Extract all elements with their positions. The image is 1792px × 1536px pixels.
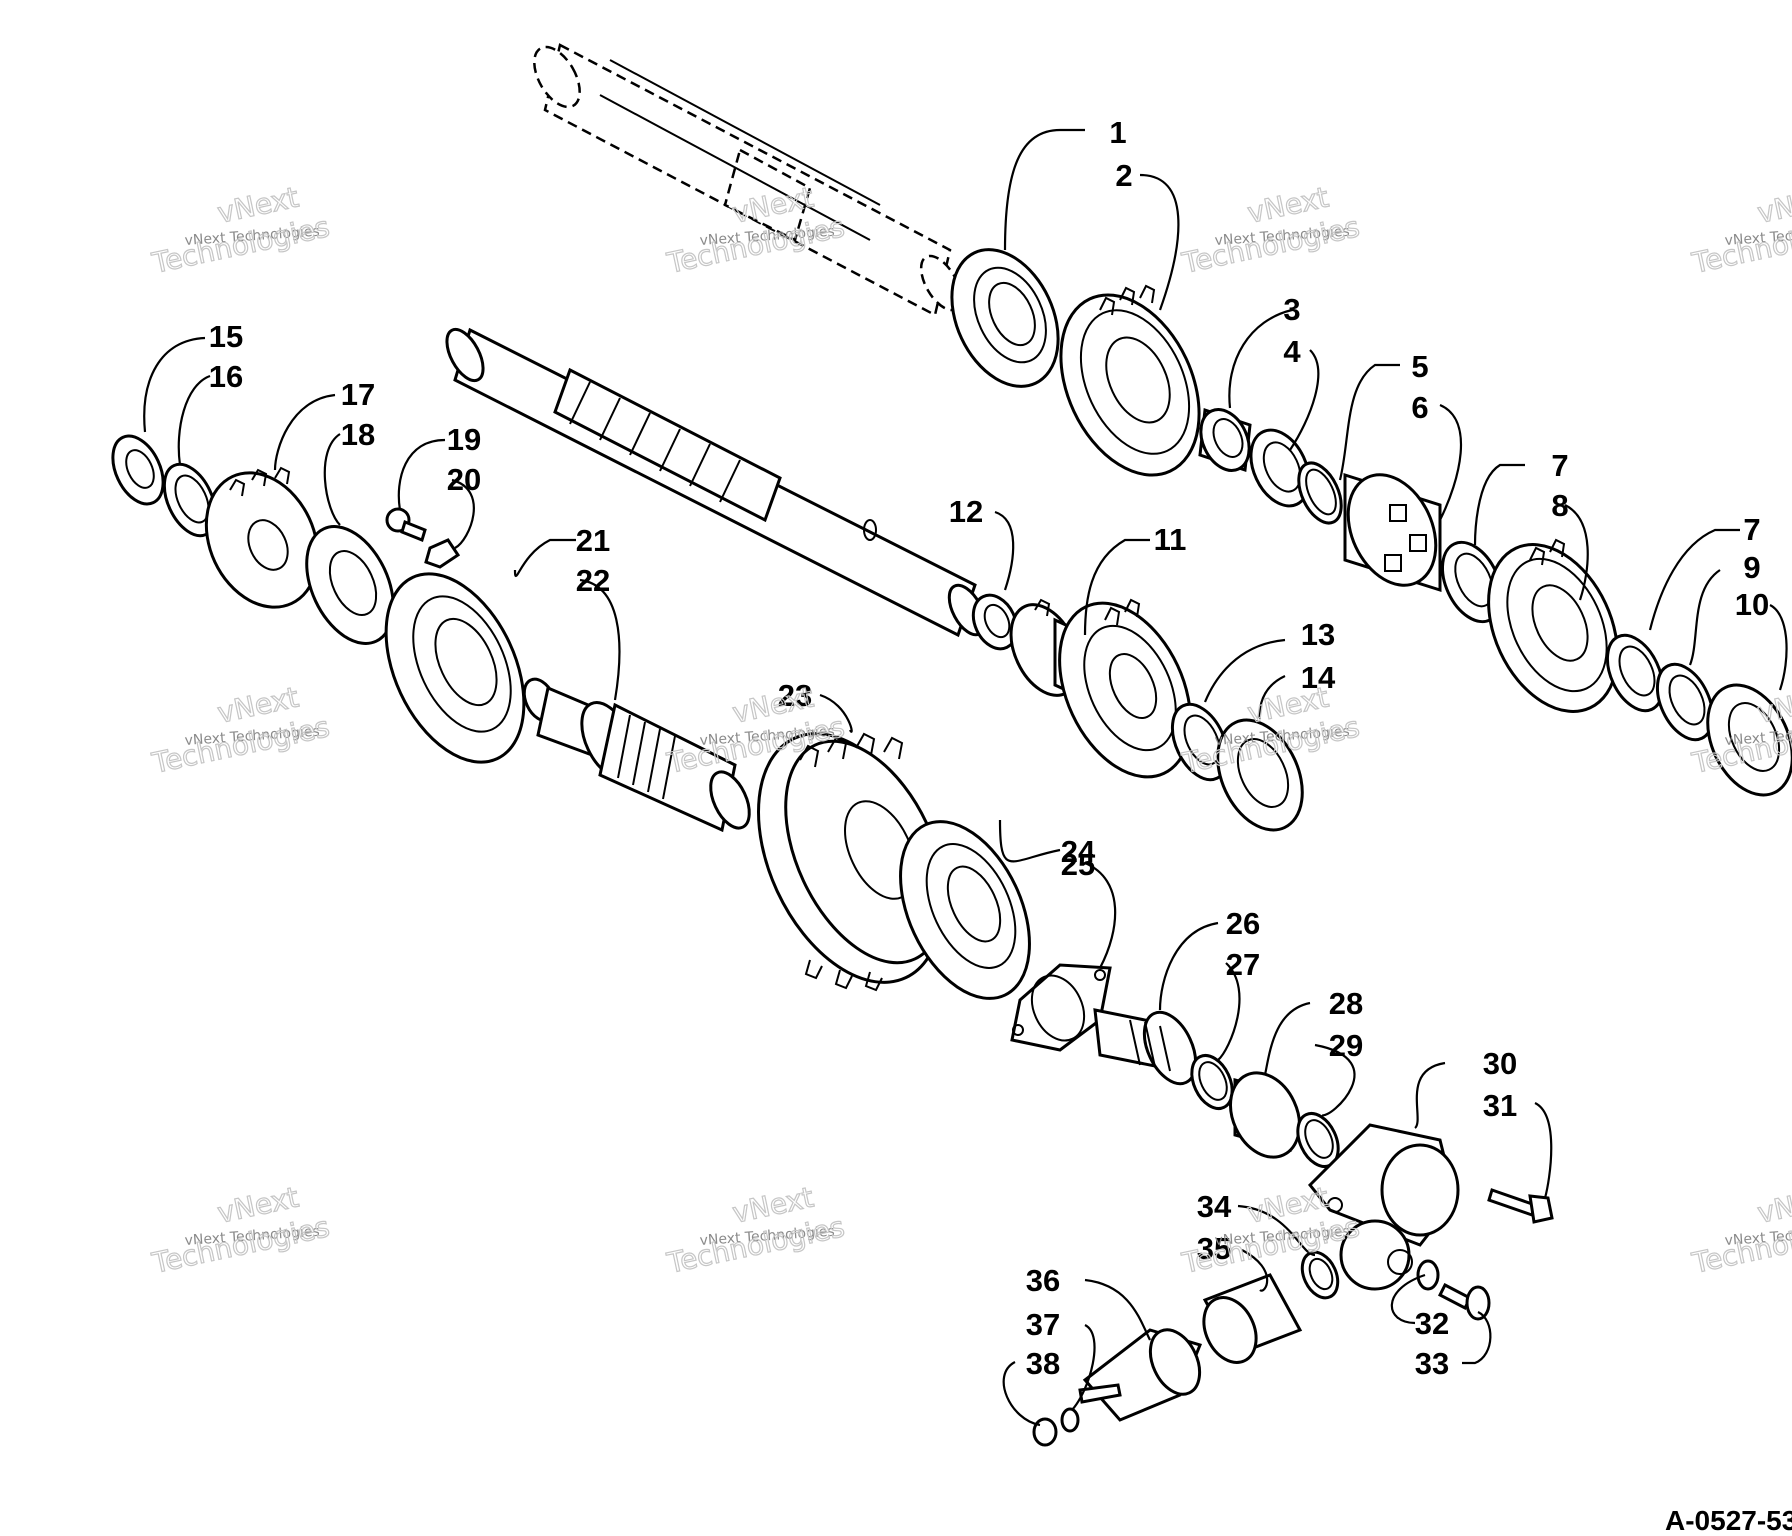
part-number-9: 9 [1743,550,1760,585]
screw-19 [385,507,427,543]
o-ring-27 [1190,1054,1234,1110]
part-number-29: 29 [1329,1028,1363,1063]
lower-shaft [445,327,987,638]
part-number-37: 37 [1026,1307,1060,1342]
snap-ring-5 [1297,461,1343,525]
part-number-18: 18 [341,417,375,452]
gasket-25 [1010,963,1112,1052]
bearing-14 [1216,718,1304,832]
part-number-22: 22 [576,563,610,598]
driven-gear-36 [1078,1328,1203,1422]
part-number-30: 30 [1483,1046,1517,1081]
part-number-7b: 7 [1743,512,1760,547]
gear-8 [1487,538,1619,713]
part-number-6: 6 [1411,390,1428,425]
bearing-10 [1706,683,1792,797]
leader-lines [143,128,1788,1427]
diagram-code: A-0527-53 [1665,1505,1792,1536]
washer-18 [305,525,395,645]
part-number-27: 27 [1226,947,1260,982]
washer-32 [1416,1259,1440,1291]
drive-gear-26 [1093,1008,1198,1086]
clip-38 [1032,1417,1058,1447]
part-number-8: 8 [1551,488,1568,523]
part-number-1: 1 [1109,115,1126,150]
cluster-gear-11 [1009,598,1192,779]
o-ring-29 [1296,1112,1340,1168]
watermark-text: vNext [1755,1181,1792,1230]
washer-4 [1249,428,1311,508]
shift-dog-6 [1343,472,1442,593]
part-number-26: 26 [1226,906,1260,941]
part-number-35: 35 [1197,1231,1231,1266]
watermark-text: vNext [1755,681,1792,730]
upper-shaft [533,43,963,317]
part-number-10: 10 [1735,587,1769,622]
gear-2 [1059,284,1201,477]
gear-17 [204,466,320,609]
part-number-38: 38 [1026,1346,1060,1381]
output-shaft-22 [522,677,751,833]
part-number-25: 25 [1061,847,1095,882]
nut-15 [111,434,165,506]
bearing-21 [384,572,526,764]
bushing-3 [1198,407,1252,473]
part-number-5: 5 [1411,349,1428,384]
part-number-3: 3 [1283,292,1300,327]
bushing-35 [1202,1273,1303,1364]
part-number-15: 15 [209,319,243,354]
part-number-31: 31 [1483,1088,1517,1123]
part-number-33: 33 [1415,1346,1449,1381]
part-number-17: 17 [341,377,375,412]
part-number-13: 13 [1301,617,1335,652]
part-number-11: 11 [1154,522,1187,557]
bushing-12 [971,593,1019,651]
washer-16 [162,462,218,538]
bushing-28 [1229,1071,1301,1159]
part-number-36: 36 [1026,1263,1060,1298]
part-number-2: 2 [1115,158,1132,193]
part-number-20: 20 [447,462,481,497]
part-number-21: 21 [576,523,610,558]
bolt-33 [1437,1282,1491,1321]
lock-plate-20 [424,538,461,569]
washer-37 [1060,1407,1080,1433]
housing-30 [1307,1123,1460,1291]
part-number-7: 7 [1551,448,1568,483]
bearing-1 [950,248,1060,388]
bolt-31 [1487,1188,1554,1224]
part-number-28: 28 [1329,986,1363,1021]
part-number-24: 24 [1061,834,1096,869]
part-number-14: 14 [1301,660,1336,695]
part-number-16: 16 [209,359,243,394]
washer-13 [1170,702,1230,782]
washer-9 [1655,662,1715,742]
watermark-text: vNext [1755,181,1792,230]
part-number-23: 23 [778,678,812,713]
part-number-12: 12 [949,494,983,529]
part-numbers: 1 2 3 4 5 6 7 8 7 9 10 11 12 13 14 15 16… [209,115,1769,1381]
part-number-19: 19 [447,422,481,457]
part-number-4: 4 [1283,334,1301,369]
washer-7b [1605,633,1665,713]
part-number-34: 34 [1197,1189,1232,1224]
bearing-24 [899,820,1031,1000]
part-number-32: 32 [1415,1306,1449,1341]
